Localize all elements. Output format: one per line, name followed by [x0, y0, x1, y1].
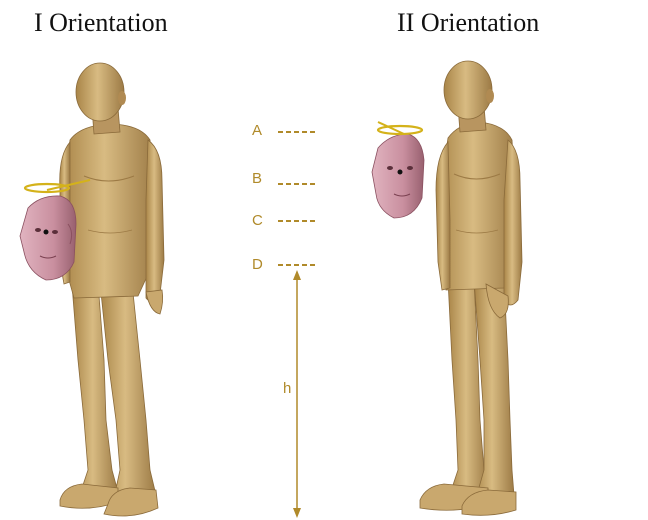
level-markers: [278, 132, 318, 265]
level-label-c: C: [252, 212, 263, 229]
height-arrow: [293, 270, 301, 518]
level-label-d: D: [252, 256, 263, 273]
head-model-left: [20, 196, 76, 280]
human-body-right: [420, 61, 522, 515]
head-model-right: [372, 134, 424, 218]
antenna-right: [378, 122, 422, 134]
level-label-b: B: [252, 170, 262, 187]
human-body-left: [60, 63, 164, 516]
height-label: h: [283, 380, 291, 397]
level-label-a: A: [252, 122, 262, 139]
